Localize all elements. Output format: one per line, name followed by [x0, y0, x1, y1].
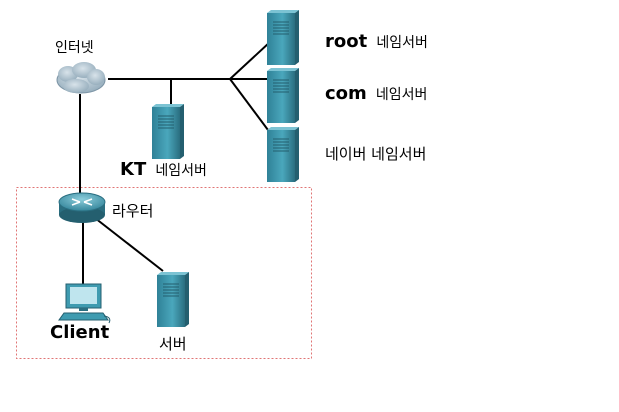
server-icon — [266, 67, 300, 124]
server-icon — [266, 9, 300, 66]
link-to-root — [229, 41, 271, 80]
root-nameserver-label: root 네임서버 — [325, 31, 428, 52]
link-router-server — [94, 217, 164, 272]
link-to-naver — [229, 78, 269, 131]
server-icon — [266, 126, 300, 183]
network-links — [79, 41, 271, 285]
router-icon — [58, 192, 106, 223]
cloud-icon — [56, 62, 106, 94]
server-icon — [156, 271, 190, 328]
pc-icon — [58, 283, 111, 324]
com-nameserver-label: com 네임서버 — [325, 83, 427, 104]
kt-nameserver-label: KT 네임서버 — [120, 159, 207, 180]
naver-nameserver-label: 네이버 네임서버 — [325, 145, 426, 163]
router-label: 라우터 — [112, 202, 153, 220]
local-network-zone — [16, 187, 312, 359]
client-label: Client — [50, 322, 110, 343]
internet-label: 인터넷 — [55, 40, 94, 56]
server-label: 서버 — [159, 335, 187, 353]
server-icon — [151, 103, 185, 160]
